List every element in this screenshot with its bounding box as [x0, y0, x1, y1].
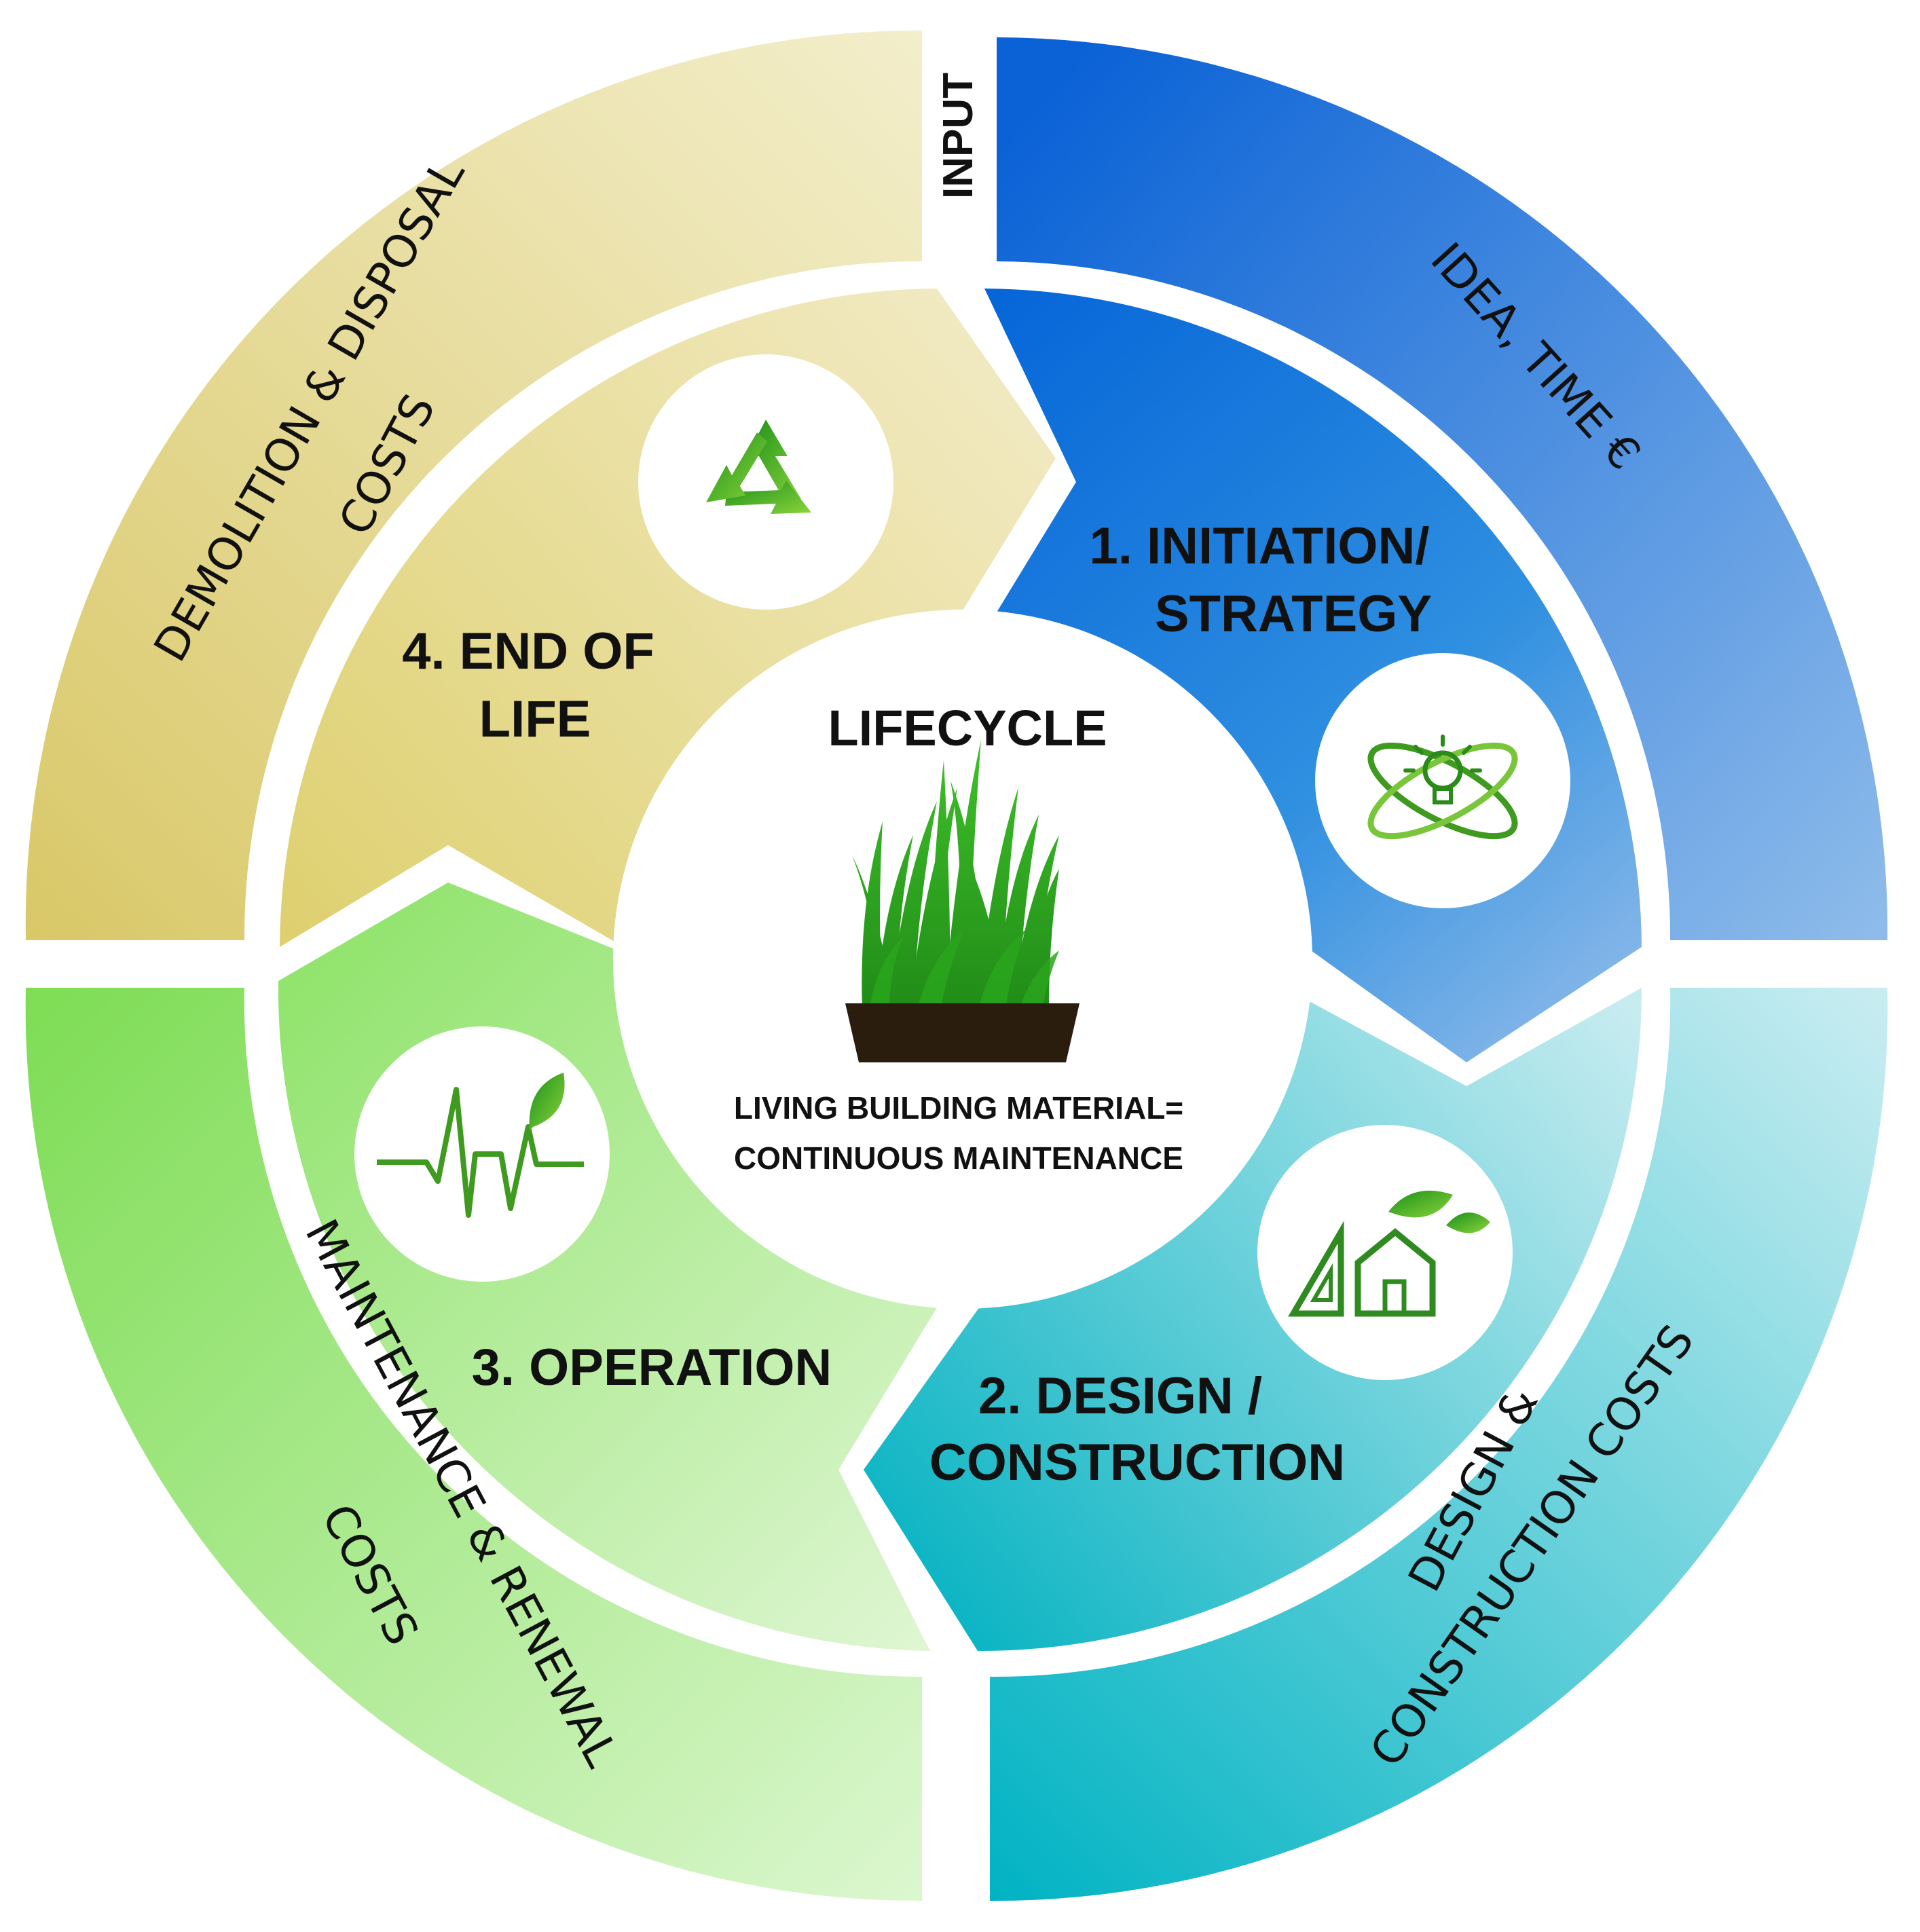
input-label: INPUT [935, 73, 982, 199]
stage-label-end-of-life-line1: 4. END OF [402, 623, 654, 680]
stage-label-end-of-life-line2: LIFE [479, 690, 591, 748]
center-subtitle-line2: CONTINUOUS MAINTENANCE [734, 1140, 1183, 1176]
outer-segment-operation [25, 988, 923, 1901]
outer-segment-initiation [997, 37, 1888, 940]
house-ruler-leaf-icon [1257, 1125, 1513, 1380]
outer-segment-end-of-life [25, 30, 923, 940]
center-subtitle-line1: LIVING BUILDING MATERIAL= [734, 1090, 1183, 1126]
center-title: LIFECYCLE [828, 700, 1107, 756]
lightbulb-orbit-icon [1315, 653, 1570, 908]
outer-segment-design [990, 988, 1888, 1901]
heartbeat-leaf-icon [354, 1026, 610, 1282]
stage-label-design-line1: 2. DESIGN / [978, 1367, 1262, 1425]
stage-label-initiation-line1: 1. INITIATION/ [1089, 517, 1429, 575]
grass-planter-icon [845, 740, 1079, 1062]
recycle-icon [638, 354, 893, 610]
stage-label-operation-line1: 3. OPERATION [472, 1339, 832, 1396]
stage-label-initiation-line2: STRATEGY [1155, 585, 1432, 643]
stage-label-design-line2: CONSTRUCTION [929, 1434, 1345, 1491]
